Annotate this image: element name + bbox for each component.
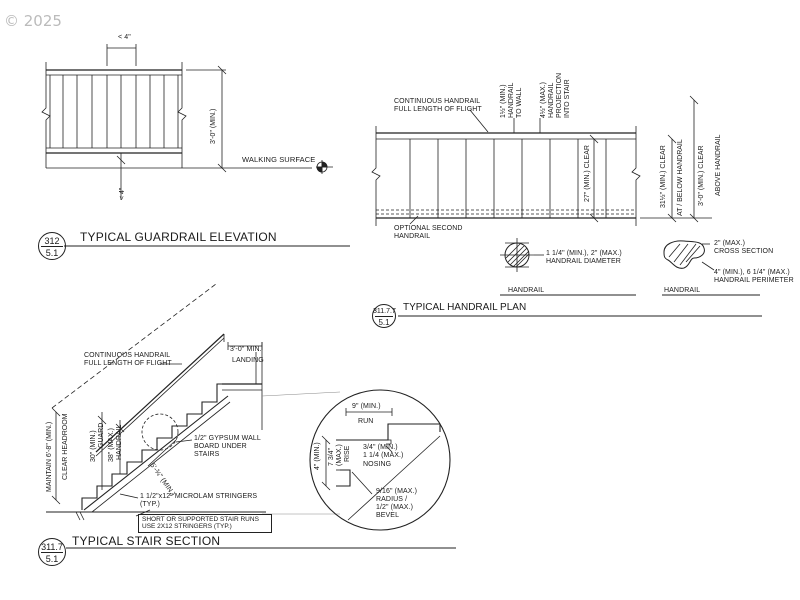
guardrail-title: TYPICAL GUARDRAIL ELEVATION (80, 230, 277, 244)
tread-radius-line1: 9/16" (MAX.) (376, 488, 418, 495)
stringer-note-line2: USE 2X12 STRINGERS (TYP.) (142, 523, 232, 531)
stringer-note-line1: SHORT OR SUPPORTED STAIR RUNS (142, 516, 259, 523)
plan-clear-27: 27" (MIN.) CLEAR (584, 145, 591, 202)
tread-run-label: RUN (358, 418, 374, 425)
tread-riser-max-line2: (MAX.) (336, 444, 343, 466)
tread-riser-max-line1: 7 3/4" (328, 447, 335, 466)
stair-handrail-line1: 38" (MAX.) (108, 428, 115, 462)
ref-divider (375, 316, 393, 317)
handrail-plan-detail-ref: 311.7.7 5.1 (372, 304, 396, 328)
handrail-plan-ref-sheet: 5.1 (378, 318, 390, 327)
profile-handrail-line4: HANDRAIL PERIMETER (714, 277, 794, 284)
plan-proj-line3: PROJECTION (556, 72, 563, 118)
stair-ref-number: 311.7 (41, 542, 63, 552)
stringer-line2: (TYP.) (140, 501, 160, 508)
guardrail-ref-sheet: 5.1 (45, 248, 59, 258)
walking-surface-label: WALKING SURFACE (242, 155, 316, 164)
plan-continuous-line2: FULL LENGTH OF FLIGHT (394, 106, 482, 113)
tread-nosing-line2: 1 1/4 (MAX.) (363, 452, 404, 459)
plan-proj-line1: 4½" (MAX.) (540, 82, 547, 118)
gypsum-line2: BOARD UNDER (194, 443, 247, 450)
stair-guard-line2: GUARD (98, 422, 105, 448)
round-handrail-dim-line1: 1 1/4" (MIN.), 2" (MAX.) (546, 250, 622, 257)
tread-nosing-line1: 3/4" (MIN.) (363, 444, 398, 451)
plan-continuous-line1: CONTINUOUS HANDRAIL (394, 98, 481, 105)
plan-proj-line4: INTO STAIR (564, 79, 571, 118)
stair-section-title: TYPICAL STAIR SECTION (72, 534, 221, 548)
plan-wall-dim-line1: 1½" (MIN.) (500, 84, 507, 118)
walking-surface-symbol (316, 160, 333, 174)
tread-radius-line4: BEVEL (376, 512, 400, 519)
tread-detail-drawing (309, 389, 451, 531)
gypsum-line3: STAIRS (194, 451, 220, 458)
tread-riser-label: RISE (344, 445, 351, 462)
handrail-plan-title: TYPICAL HANDRAIL PLAN (403, 302, 527, 313)
plan-clear-31-line1: 31½" (MIN.) CLEAR (660, 145, 667, 208)
profile-handrail-line1: 2" (MAX.) (714, 240, 745, 247)
stair-section-detail-ref: 311.7 5.1 (38, 538, 66, 566)
stair-section-drawing (46, 283, 456, 549)
stair-ref-sheet: 5.1 (45, 554, 59, 564)
profile-handrail-line3: 4" (MIN.), 6 1/4" (MAX.) (714, 269, 790, 276)
guardrail-bottom-spacing-dim: < 4" (119, 187, 126, 200)
tread-nosing-line3: NOSING (363, 461, 392, 468)
round-handrail-section (504, 242, 530, 268)
tread-radius-line2: RADIUS / (376, 496, 408, 503)
plan-clear-30-line1: 3'-0" (MIN.) CLEAR (698, 145, 705, 206)
handrail-plan-ref-number: 311.7.7 (373, 308, 396, 315)
profile-handrail-line2: CROSS SECTION (714, 248, 774, 255)
detail-callout-lines (261, 391, 341, 515)
guardrail-top-spacing-dim: < 4" (118, 34, 131, 41)
plan-proj-line2: HANDRAIL (548, 82, 555, 118)
guardrail-detail-ref: 312 5.1 (38, 232, 66, 260)
guardrail-height-dim: 3'-0" (MIN.) (210, 108, 217, 144)
guardrail-ref-number: 312 (44, 236, 60, 246)
plan-clear-30-line2: ABOVE HANDRAIL (715, 134, 722, 196)
stair-handrail-line2: HANDRAIL (116, 424, 123, 460)
handrail-plan-drawing (371, 95, 762, 317)
profile-handrail-caption: HANDRAIL (664, 287, 701, 294)
stair-continuous-line2: FULL LENGTH OF FLIGHT (84, 360, 172, 367)
stair-landing-label: LANDING (232, 357, 264, 364)
stair-landing-dim: 3'-0" MIN. (230, 346, 262, 353)
plan-wall-dim-line3: TO WALL (516, 87, 523, 118)
stair-headroom-line2: CLEAR HEADROOM (62, 413, 69, 480)
stair-continuous-line1: CONTINUOUS HANDRAIL (84, 352, 171, 359)
ref-divider (41, 552, 63, 553)
ref-divider (41, 246, 63, 247)
tread-run-dim: 9" (MIN.) (352, 403, 381, 410)
profile-handrail-section (663, 240, 705, 269)
stair-guard-line1: 30" (MIN.) (90, 430, 97, 462)
round-handrail-dim-line2: HANDRAIL DIAMETER (546, 258, 621, 265)
plan-optional-line1: OPTIONAL SECOND (394, 225, 463, 232)
gypsum-line1: 1/2" GYPSUM WALL (194, 435, 261, 442)
plan-wall-dim-line2: HANDRAIL (508, 82, 515, 118)
plan-clear-31-line2: AT / BELOW HANDRAIL (677, 139, 684, 216)
guardrail-elevation-drawing (41, 44, 350, 247)
stringer-line1: 1 1/2"x12" MICROLAM STRINGERS (140, 493, 258, 500)
plan-optional-line2: HANDRAIL (394, 233, 431, 240)
stringer-note-box: SHORT OR SUPPORTED STAIR RUNS USE 2X12 S… (138, 514, 272, 533)
tread-radius-line3: 1/2" (MAX.) (376, 504, 414, 511)
tread-riser-min: 4" (MIN.) (314, 442, 321, 470)
stair-headroom-line1: MAINTAIN 6'-8" (MIN.) (46, 421, 53, 492)
round-handrail-caption: HANDRAIL (508, 287, 545, 294)
copyright-watermark: © 2025 (4, 12, 62, 30)
